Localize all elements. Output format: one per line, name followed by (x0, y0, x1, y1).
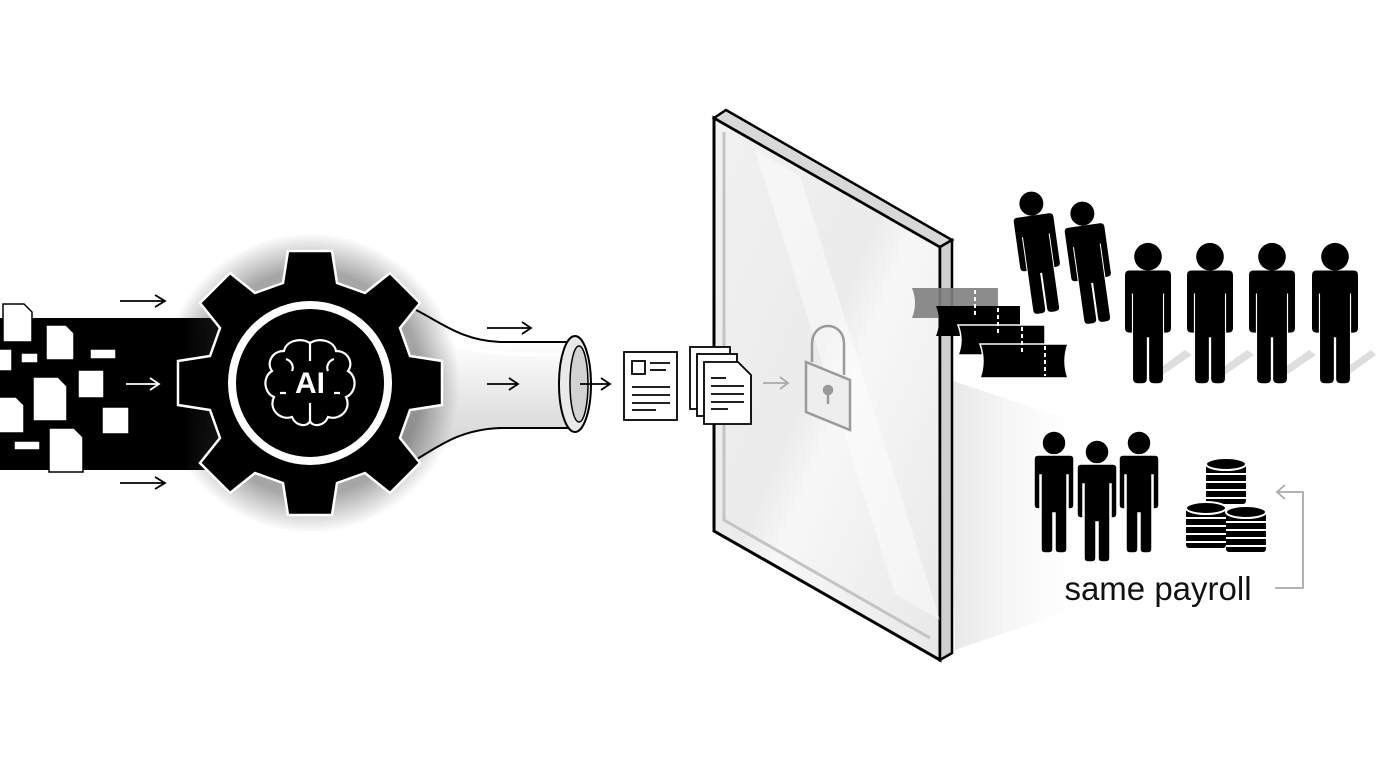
person-icon (1118, 430, 1160, 554)
person-icon (1249, 242, 1295, 384)
ai-label: AI (295, 367, 325, 400)
person-icon (1125, 242, 1171, 384)
payroll-group: same payroll (1033, 430, 1304, 607)
person-icon (1312, 242, 1358, 384)
ticket-stack (912, 288, 1070, 379)
structured-document-icon (623, 351, 678, 421)
payroll-label: same payroll (1064, 570, 1251, 607)
scattered-document-icons (0, 303, 130, 473)
queue-of-people (1009, 188, 1376, 384)
padlock-icon (804, 324, 852, 432)
muted-arrow-icon (763, 376, 790, 390)
glass-wall (711, 108, 955, 663)
person-icon (1009, 188, 1067, 316)
flow-arrows (120, 294, 167, 490)
person-icon (1060, 198, 1118, 326)
person-icon (1187, 242, 1233, 384)
brain-icon (264, 339, 356, 427)
stacked-pages-icon (689, 346, 752, 425)
coin-stacks-icon (1185, 457, 1267, 553)
return-arrow-icon (1275, 484, 1304, 589)
ai-gear: AI (160, 233, 460, 533)
